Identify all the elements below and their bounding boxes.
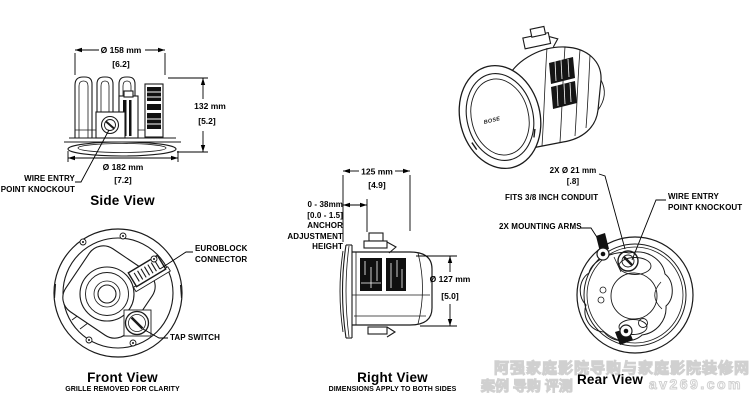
- screws: [79, 232, 158, 347]
- front-view-title: Front View GRILLE REMOVED FOR CLARITY: [65, 370, 180, 393]
- side-view-dimensions: [67, 49, 208, 183]
- right-dim-depth: 125 mm: [361, 167, 393, 177]
- wire-entry-knockout-label-rear: WIRE ENTRY POINT KNOCKOUT: [668, 192, 743, 212]
- wire-entry-knockout-art: [617, 250, 639, 272]
- right-view-drawing: 125 mm [4.9] Ø 127 mm [5.0]: [339, 167, 471, 339]
- front-view-speaker-art: [53, 228, 183, 358]
- euroblock-connector-art: [127, 254, 171, 293]
- side-view-title: Side View: [90, 193, 155, 208]
- knockout-dim-leader-line: [598, 173, 626, 250]
- tap-switch-art: [123, 309, 152, 337]
- perspective-speaker-art: BOSE: [458, 25, 605, 170]
- watermark-line1: 阿强家庭影院导购与家庭影院装修网: [494, 360, 750, 378]
- side-dim-top: Ø 158 mm: [101, 45, 142, 55]
- wire-entry-leader-line: [75, 129, 110, 183]
- side-dim-top-inches: [6.2]: [112, 59, 130, 69]
- side-dim-bottom: Ø 182 mm: [103, 162, 144, 172]
- rear-view-title: Rear View: [576, 372, 644, 387]
- knockout-dim-label: 2X Ø 21 mm [.8]: [549, 166, 597, 186]
- tap-switch-leader-line: [142, 328, 168, 339]
- right-view-speaker-art: [339, 232, 433, 339]
- mounting-arms-label: 2X MOUNTING ARMS: [499, 222, 582, 231]
- conduit-label: FITS 3/8 INCH CONDUIT: [505, 193, 599, 202]
- wire-entry-leader-line: [631, 199, 666, 261]
- side-view-drawing: Ø 158 mm [6.2] 132 mm [5.2] Ø 182 mm [7.…: [64, 45, 226, 185]
- side-dim-height-inches: [5.2]: [198, 116, 216, 126]
- right-dim-depth-inches: [4.9]: [368, 180, 386, 190]
- euroblock-leader-line: [159, 251, 193, 270]
- side-dim-height: 132 mm: [194, 101, 226, 111]
- front-view-drawing: [53, 228, 193, 358]
- side-view-speaker-art: [64, 76, 181, 157]
- right-view-title: Right View DIMENSIONS APPLY TO BOTH SIDE…: [328, 370, 457, 393]
- grille-art: BOSE: [458, 64, 542, 170]
- anchor-adjustment-label: 0 - 38mm [0.0 - 1.5] ANCHOR ADJUSTMENT H…: [287, 200, 343, 251]
- right-dim-diameter-inches: [5.0]: [441, 291, 459, 301]
- wire-entry-knockout-label-side: WIRE ENTRY POINT KNOCKOUT: [0, 174, 75, 194]
- right-view-dimensions: [342, 170, 457, 327]
- mounting-arm-bottom-art: [615, 318, 648, 345]
- side-dim-bottom-inches: [7.2]: [114, 175, 132, 185]
- perspective-view-drawing: BOSE: [458, 25, 605, 170]
- euroblock-connector-label: EUROBLOCK CONNECTOR: [195, 244, 248, 264]
- watermark-line2-left: 案例 导购 评测: [481, 378, 574, 395]
- watermark-site-url: av269.com: [648, 376, 743, 393]
- right-dim-diameter: Ø 127 mm: [430, 274, 471, 284]
- product-label-art: [360, 258, 406, 291]
- tap-switch-label: TAP SWITCH: [170, 333, 221, 342]
- bose-logo: BOSE: [483, 116, 501, 126]
- mounting-arm-top-art: [596, 233, 610, 261]
- watermark-line2: 案例 导购 评测 av269.com: [481, 376, 743, 396]
- rear-view-speaker-art: [576, 233, 694, 354]
- rear-view-drawing: [576, 173, 694, 354]
